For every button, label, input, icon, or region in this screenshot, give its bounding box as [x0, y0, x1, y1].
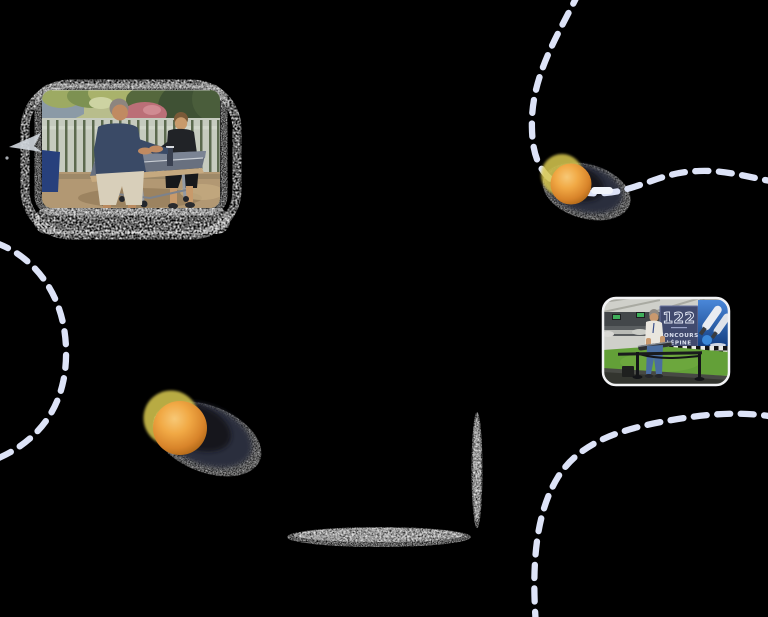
dashed-path-bottom-right	[531, 410, 768, 617]
outdoor-photo	[42, 90, 220, 208]
ping-pong-ball-icon	[153, 401, 207, 455]
barrier	[617, 351, 705, 381]
ball-with-trail-bottom	[143, 390, 262, 477]
grain-shadow-ring	[20, 79, 242, 240]
expo-photo-card: 122 CONCOURS LÉPINE	[601, 296, 731, 387]
sign-line2: LÉPINE	[666, 339, 691, 347]
sign-line1: CONCOURS	[659, 333, 698, 339]
player-adult	[94, 98, 168, 208]
trail-white-dash	[591, 187, 613, 194]
ball-with-trail-top	[528, 0, 768, 221]
card-shadow-edges	[287, 412, 483, 547]
paddle-display	[698, 300, 729, 348]
lepine-sign: 122 CONCOURS LÉPINE	[659, 305, 699, 351]
expo-photo: 122 CONCOURS LÉPINE	[603, 298, 729, 385]
scene-blue-bag	[42, 150, 60, 192]
scene-bin	[622, 366, 634, 377]
outdoor-photo-card	[5, 79, 242, 240]
ping-pong-ball-icon	[550, 163, 592, 205]
table-net	[167, 146, 173, 166]
photo-border	[601, 296, 731, 387]
sign-number: 122	[663, 309, 696, 327]
dashed-path-left-loop	[0, 241, 70, 461]
arrow-icon	[5, 133, 42, 160]
